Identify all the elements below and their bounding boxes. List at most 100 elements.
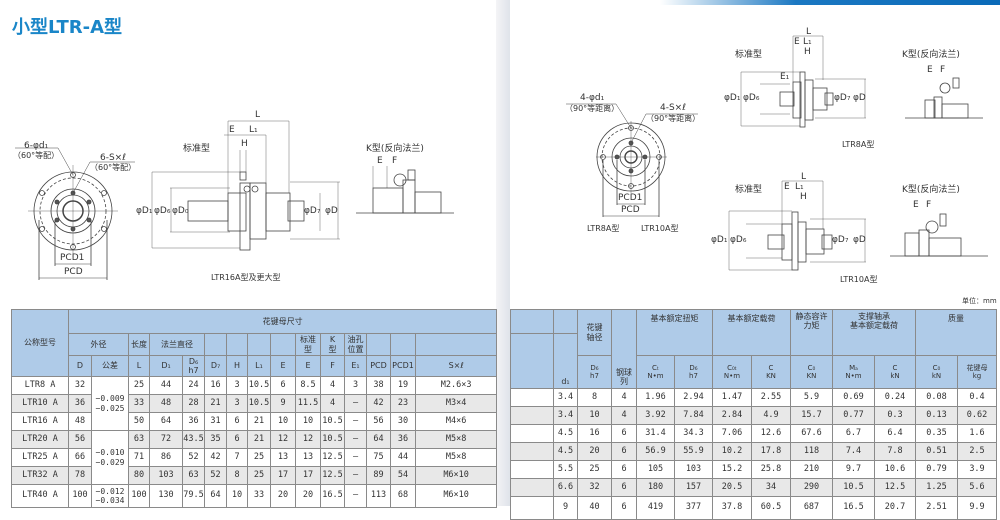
value-cell: 10.5 <box>247 376 271 395</box>
subheader-12: PCD <box>366 355 391 377</box>
value-cell: — <box>344 430 367 449</box>
subheader-3: D₁ <box>149 355 183 377</box>
value-cell: 2.94 <box>674 388 713 408</box>
value-cell: 290 <box>790 478 833 498</box>
value-cell: 3.4 <box>553 406 578 426</box>
value-cell: 23 <box>390 394 416 413</box>
dim-H: H <box>241 139 248 149</box>
drawing-caption: LTR8A型 <box>842 140 875 149</box>
dim-D: φD <box>325 206 338 216</box>
value-cell: 44 <box>390 448 416 467</box>
header-d1: d₁ <box>553 332 578 390</box>
value-cell: 38 <box>366 376 391 395</box>
header-torque: 基本额定扭矩 <box>636 309 713 356</box>
value-cell: M4×6 <box>414 412 498 431</box>
value-cell: 0.79 <box>915 460 958 480</box>
value-cell: 17 <box>270 466 296 485</box>
value-cell: 10.5 <box>320 412 345 431</box>
value-cell: 68 <box>390 484 416 508</box>
caption-ltr10: LTR10A型 <box>641 224 679 233</box>
value-cell: 3 <box>226 394 248 413</box>
subheader-8: E <box>270 355 296 377</box>
value-cell: 33 <box>128 394 150 413</box>
value-cell: 180 <box>636 478 675 498</box>
value-cell: 3.9 <box>957 460 997 480</box>
value-cell: 60.5 <box>751 496 791 520</box>
value-cell: 8 <box>226 466 248 485</box>
model-cell: LTR25 A <box>11 448 69 467</box>
front-view-4-hole <box>566 103 698 217</box>
side-view-standard <box>151 120 340 251</box>
value-cell: 64 <box>204 484 227 508</box>
value-cell: 7.8 <box>874 442 916 462</box>
pcd-label: PCD <box>621 205 640 215</box>
technical-drawings <box>15 35 988 280</box>
value-cell: 12.5 <box>320 466 345 485</box>
header-k: K 型 <box>320 333 345 356</box>
value-cell: 20.7 <box>874 496 916 520</box>
standard-type-label: 标准型 <box>735 185 763 195</box>
value-cell: 0.4 <box>957 388 997 408</box>
value-cell: 25 <box>247 466 271 485</box>
value-cell: 40 <box>577 496 612 520</box>
pcd1-label: PCD1 <box>618 193 643 203</box>
value-cell: 2.55 <box>751 388 791 408</box>
value-cell: 100 <box>68 484 92 508</box>
value-cell: 0.77 <box>832 406 875 426</box>
value-cell: 6.6 <box>553 478 578 498</box>
value-cell: — <box>344 448 367 467</box>
value-cell: 25 <box>247 448 271 467</box>
value-cell: 8.5 <box>295 376 321 395</box>
header-od: 外径 <box>68 333 129 356</box>
value-cell: 16 <box>204 376 227 395</box>
value-cell: 377 <box>674 496 713 520</box>
value-cell: 2.5 <box>957 442 997 462</box>
value-cell: M3×4 <box>414 394 498 413</box>
dim-D6: φD₆ <box>730 235 747 245</box>
tolerance-cell: −0.009 −0.025 <box>91 376 129 431</box>
screws-label: 4-S×ℓ <box>660 103 686 113</box>
value-cell: 25 <box>577 460 612 480</box>
front-view-6-hole <box>15 147 135 280</box>
value-cell: 75 <box>366 448 391 467</box>
subheader-1: 公差 <box>91 355 129 377</box>
value-cell: 1.47 <box>712 388 752 408</box>
value-cell: 4 <box>611 388 637 408</box>
standard-type-label: 标准型 <box>183 144 211 154</box>
value-cell: 12.5 <box>874 478 916 498</box>
header-model: 公称型号 <box>11 309 69 377</box>
subheader-9: E <box>295 355 321 377</box>
side-view-k-type <box>356 166 454 214</box>
value-cell: 48 <box>68 412 92 431</box>
value-cell: M2.6×3 <box>414 376 498 395</box>
value-cell: 4.9 <box>751 406 791 426</box>
header-mass: 质量 <box>915 309 997 356</box>
value-cell: 2.51 <box>915 496 958 520</box>
value-cell: 3 <box>226 376 248 395</box>
value-cell: 19 <box>390 376 416 395</box>
value-cell: 80 <box>128 466 150 485</box>
value-cell: 56.9 <box>636 442 675 462</box>
value-cell: 6.4 <box>874 424 916 444</box>
value-cell: 2.84 <box>712 406 752 426</box>
k-dim-F: F <box>940 65 946 75</box>
value-cell: 0.35 <box>915 424 958 444</box>
value-cell: 4 <box>320 394 345 413</box>
value-cell: 6 <box>270 376 296 395</box>
value-cell: 6 <box>611 460 637 480</box>
value-cell: 56 <box>68 430 92 449</box>
holes-label: 4-φd₁ <box>580 93 605 103</box>
holes-note: （90°等距离） <box>565 104 620 113</box>
value-cell: 7.06 <box>712 424 752 444</box>
value-cell: 7.84 <box>674 406 713 426</box>
value-cell: 33 <box>247 484 271 508</box>
dim-D: φD <box>853 93 866 103</box>
